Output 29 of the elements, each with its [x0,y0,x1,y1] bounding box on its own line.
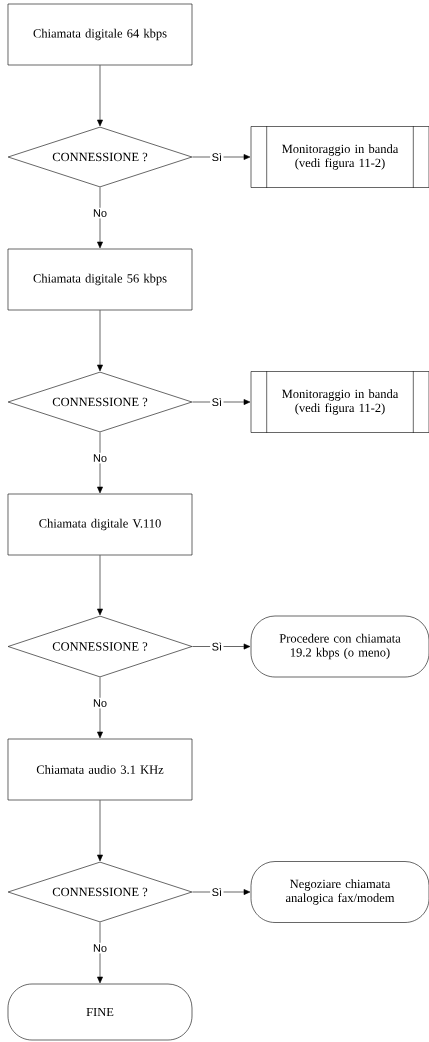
arrow [97,432,103,494]
subprocess-box: Monitoraggio in banda (vedi figura 11-2) [250,125,429,189]
process-box: Chiamata digitale V.110 [7,493,193,556]
arrow [192,889,251,895]
subprocess-box: Monitoraggio in banda (vedi figura 11-2) [250,370,429,434]
arrow [192,643,251,650]
edge-label: Sì [210,886,224,898]
terminator-box: Negoziare chiamata analogica fax/modem [250,861,429,923]
edge-label: Sì [210,396,224,408]
arrow [97,800,103,862]
process-box: Chiamata digitale 64 kbps [7,3,193,66]
edge-label: No [91,697,109,709]
process-box: Chiamata digitale 56 kbps [7,248,193,311]
arrow [97,677,103,739]
arrow [97,310,103,372]
terminator-box: Procedere con chiamata 19.2 kbps (o meno) [250,615,429,678]
arrow [192,399,251,405]
edge-label: Sì [210,151,224,163]
arrow [97,65,103,127]
edge-label: No [91,207,109,219]
arrow [97,922,103,984]
terminator-box: FINE [7,983,193,1041]
edge-label: No [91,942,109,954]
edge-label: No [91,452,109,464]
arrow [97,555,103,616]
arrow [97,187,103,249]
process-box: Chiamata audio 3.1 KHz [7,738,193,801]
edge-label: Sì [210,640,224,653]
arrow [192,154,251,160]
